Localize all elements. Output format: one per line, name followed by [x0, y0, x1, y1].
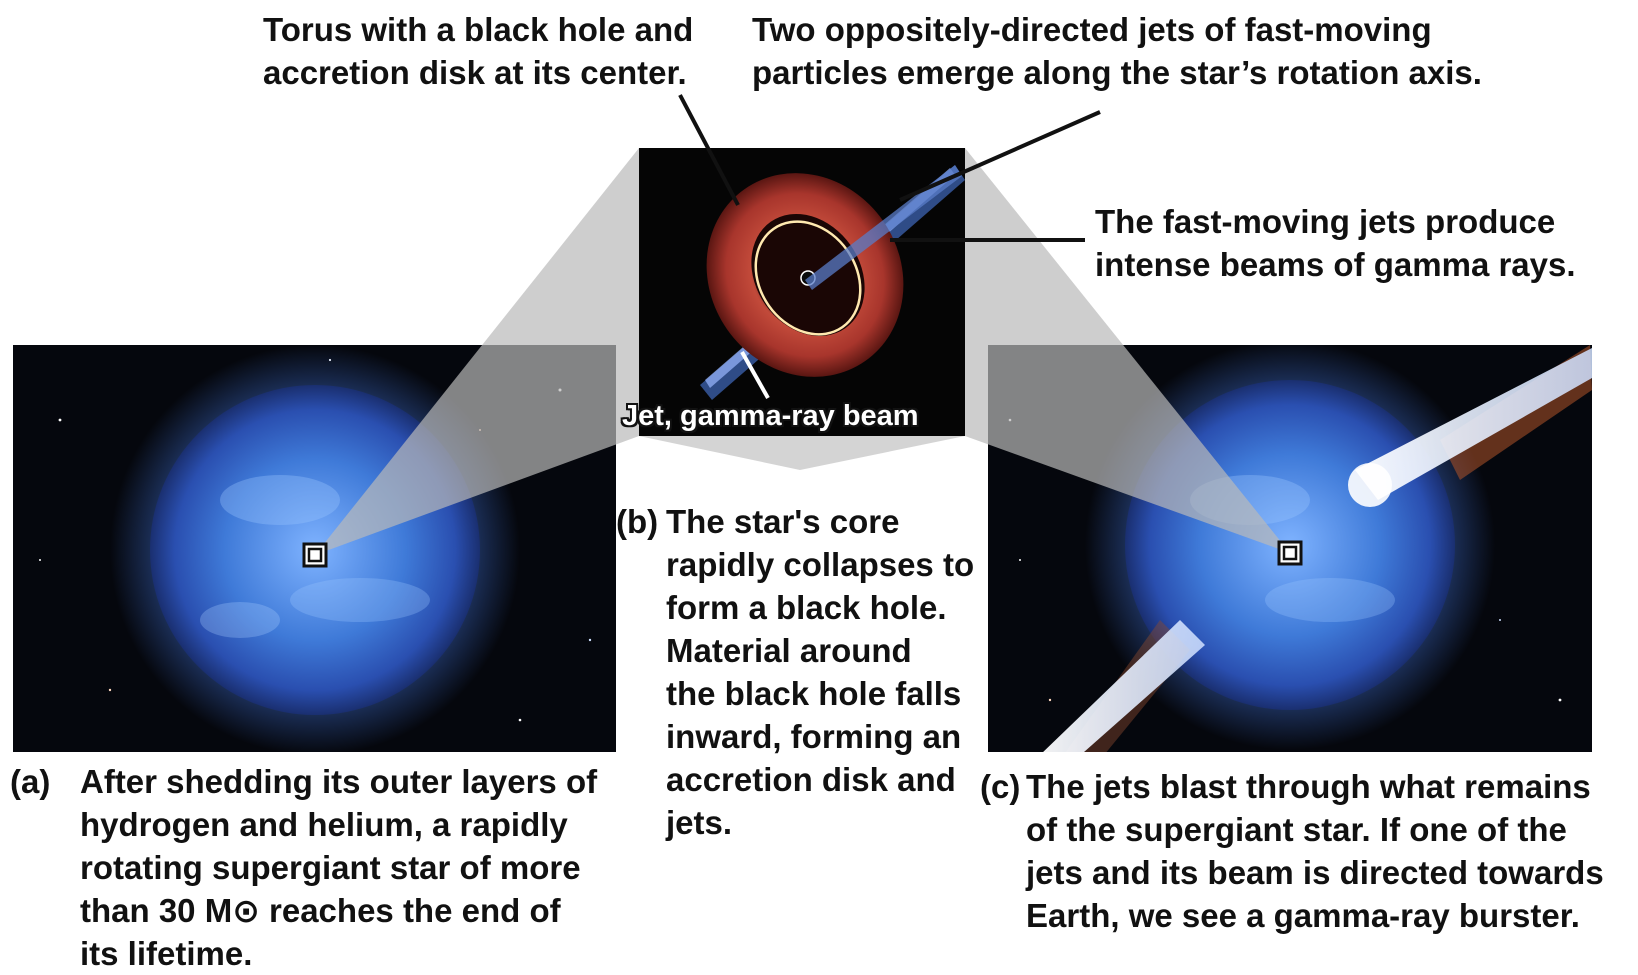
caption-b-line-4: Material around: [666, 629, 974, 672]
caption-c-line-1: The jets blast through what remains: [1026, 765, 1604, 808]
caption-c-line-3: jets and its beam is directed towards: [1026, 851, 1604, 894]
caption-c-line-4: Earth, we see a gamma-ray burster.: [1026, 894, 1604, 937]
caption-b-line-1: The star's core: [666, 500, 974, 543]
label-jets-line-1: Two oppositely-directed jets of fast-mov…: [752, 8, 1482, 51]
label-gamma: The fast-moving jets produce intense bea…: [1095, 200, 1576, 286]
caption-c-line-2: of the supergiant star. If one of the: [1026, 808, 1604, 851]
caption-b: (b) The star's core rapidly collapses to…: [616, 500, 976, 850]
caption-b-line-5: the black hole falls: [666, 672, 974, 715]
label-jets: Two oppositely-directed jets of fast-mov…: [752, 8, 1482, 94]
caption-a-line-4: than 30 M⊙ reaches the end of: [80, 889, 597, 932]
label-torus-line-1: Torus with a black hole and: [263, 8, 693, 51]
caption-a: (a) After shedding its outer layers of h…: [10, 760, 630, 960]
label-torus-line-2: accretion disk at its center.: [263, 51, 693, 94]
core-marker-a: [304, 544, 326, 566]
caption-c: (c) The jets blast through what remains …: [980, 765, 1635, 945]
caption-a-tag: (a): [10, 760, 50, 803]
callout-wedge-bottom: [639, 436, 965, 470]
caption-a-line-2: hydrogen and helium, a rapidly: [80, 803, 597, 846]
caption-b-line-3: form a black hole.: [666, 586, 974, 629]
label-torus: Torus with a black hole and accretion di…: [263, 8, 693, 94]
caption-c-tag: (c): [980, 765, 1020, 808]
label-gamma-line-1: The fast-moving jets produce: [1095, 200, 1576, 243]
caption-b-line-6: inward, forming an: [666, 715, 974, 758]
label-beam: Jet, gamma-ray beam: [622, 400, 919, 433]
caption-a-line-5: its lifetime.: [80, 932, 597, 975]
caption-a-line-3: rotating supergiant star of more: [80, 846, 597, 889]
caption-b-line-8: jets.: [666, 801, 974, 844]
caption-b-line-7: accretion disk and: [666, 758, 974, 801]
caption-b-tag: (b): [616, 500, 658, 543]
core-marker-c: [1279, 542, 1301, 564]
label-jets-line-2: particles emerge along the star’s rotati…: [752, 51, 1482, 94]
caption-b-line-2: rapidly collapses to: [666, 543, 974, 586]
label-gamma-line-2: intense beams of gamma rays.: [1095, 243, 1576, 286]
caption-a-line-1: After shedding its outer layers of: [80, 760, 597, 803]
